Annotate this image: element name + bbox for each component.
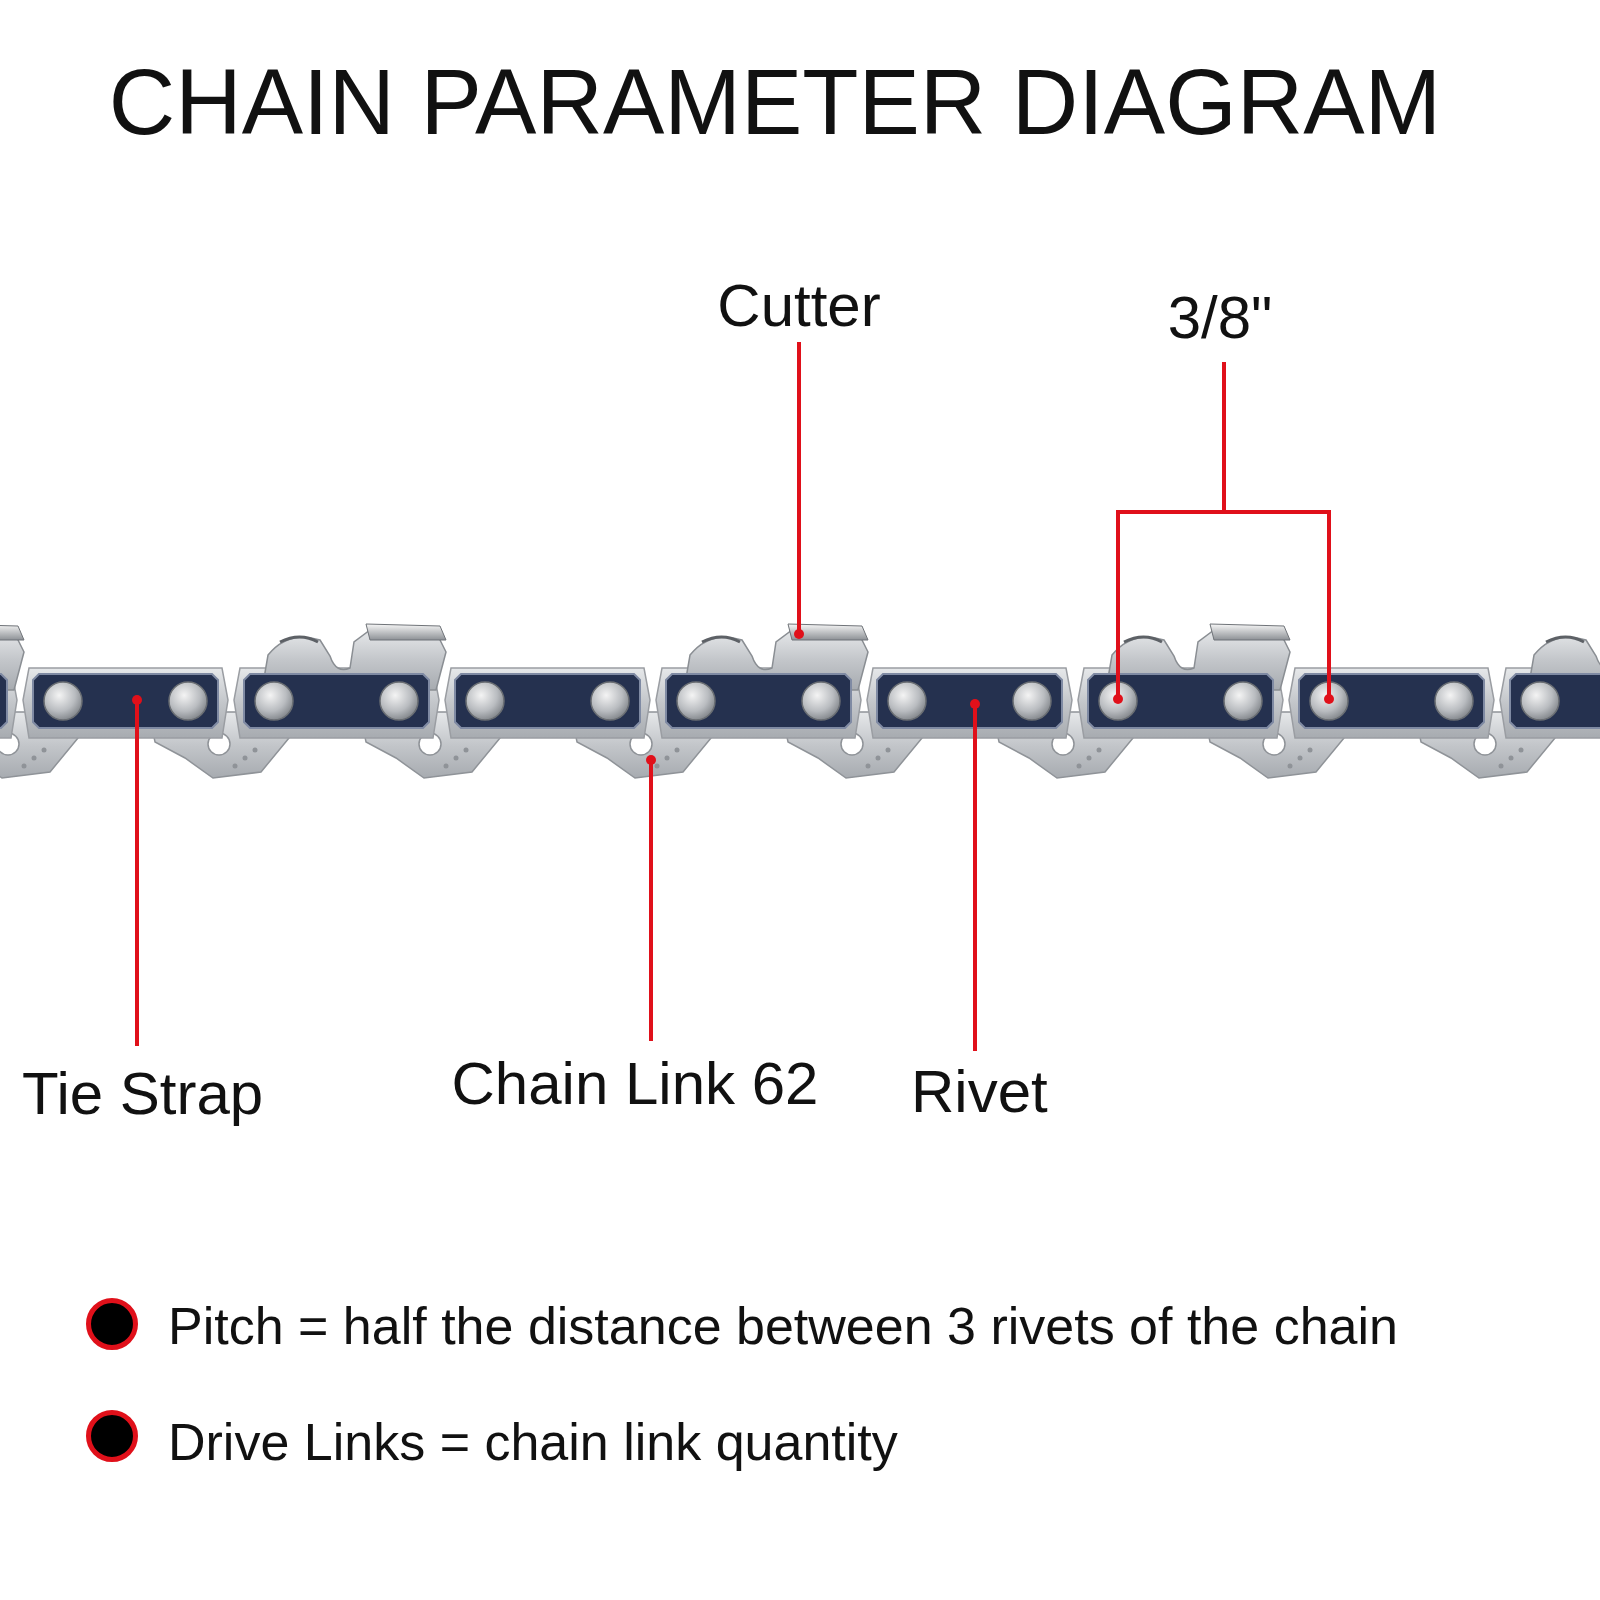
legend-bullet <box>86 1298 138 1350</box>
part-label: Chain Link 62 <box>452 1054 819 1114</box>
legend-text: Pitch = half the distance between 3 rive… <box>168 1300 1398 1352</box>
part-label: Tie Strap <box>22 1064 263 1124</box>
part-label: Cutter <box>717 276 880 336</box>
legend-text: Drive Links = chain link quantity <box>168 1416 898 1468</box>
legend-bullet <box>86 1410 138 1462</box>
part-label: 3/8" <box>1168 288 1273 348</box>
part-label: Rivet <box>911 1062 1048 1122</box>
diagram-title: CHAIN PARAMETER DIAGRAM <box>109 56 1441 148</box>
